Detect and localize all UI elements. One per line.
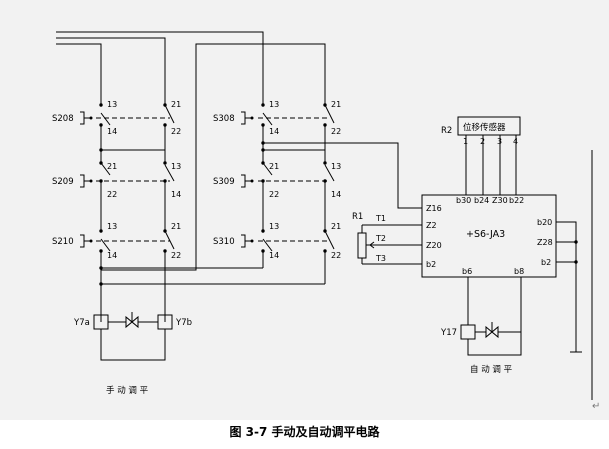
module-pin: b22 — [509, 196, 524, 205]
valve-label-y7b: Y7b — [175, 318, 192, 328]
pot-terminal: T3 — [375, 254, 386, 263]
sensor-ref: R2 — [441, 126, 452, 136]
pot-terminal: T1 — [375, 214, 386, 223]
switch-label-s209: S209 — [52, 177, 74, 187]
terminal-label: 14 — [107, 127, 117, 136]
figure-caption: 图 3-7 手动及自动调平电路 — [229, 425, 380, 439]
sensor-title: 位移传感器 — [463, 122, 506, 133]
potentiometer-r1 — [357, 232, 367, 259]
module-name: +S6-JA3 — [466, 229, 505, 240]
terminal-label: 22 — [331, 251, 341, 260]
module-pin: Z28 — [537, 238, 553, 247]
module-pin: Z30 — [492, 196, 508, 205]
module-pin: b24 — [474, 196, 489, 205]
module-pin: Z16 — [426, 204, 442, 213]
sensor-pin: 2 — [480, 137, 485, 146]
valve-label-y7a: Y7a — [73, 318, 90, 328]
leveling-circuit-diagram: S208 S209 S210 S308 S309 S310 13 14 21 2… — [52, 31, 593, 400]
switch-label-s210: S210 — [52, 237, 74, 247]
control-module-box — [421, 194, 557, 278]
terminal-label: 22 — [269, 190, 279, 199]
terminal-label: 14 — [107, 251, 117, 260]
terminal-label: 13 — [269, 100, 279, 109]
pot-ref: R1 — [352, 212, 363, 222]
terminal-label: 21 — [171, 100, 181, 109]
terminal-label: 14 — [269, 251, 279, 260]
module-pin: b6 — [462, 267, 472, 276]
terminal-label: 13 — [107, 100, 117, 109]
auto-leveling-label: 自 动 调 平 — [470, 364, 513, 375]
valve-coil-y17 — [460, 324, 476, 340]
module-pin: b8 — [514, 267, 524, 276]
terminal-label: 14 — [269, 127, 279, 136]
terminal-label: 13 — [107, 222, 117, 231]
module-pin: b2 — [541, 258, 551, 267]
switch-label-s310: S310 — [213, 237, 235, 247]
terminal-label: 14 — [171, 190, 181, 199]
terminal-label: 21 — [269, 162, 279, 171]
sensor-pin: 1 — [463, 137, 468, 146]
paragraph-mark: ↵ — [592, 401, 601, 412]
terminal-label: 21 — [331, 222, 341, 231]
pot-terminal: T2 — [375, 234, 386, 243]
sensor-pin: 3 — [497, 137, 502, 146]
terminal-label: 21 — [107, 162, 117, 171]
terminal-label: 13 — [331, 162, 341, 171]
module-pin: Z2 — [426, 221, 437, 230]
supply-wire-1 — [56, 31, 264, 99]
terminal-label: 22 — [331, 127, 341, 136]
terminal-label: 14 — [331, 190, 341, 199]
terminal-label: 21 — [331, 100, 341, 109]
manual-leveling-label: 手 动 调 平 — [106, 385, 149, 396]
terminal-label: 22 — [171, 127, 181, 136]
valve-label-y17: Y17 — [440, 328, 457, 338]
terminal-label: 22 — [107, 190, 117, 199]
terminal-label: 13 — [269, 222, 279, 231]
supply-wire-2 — [56, 37, 166, 99]
switch-label-s308: S308 — [213, 114, 235, 124]
module-pin: b2 — [426, 260, 436, 269]
sensor-box — [457, 116, 521, 136]
sensor-pin: 4 — [513, 137, 518, 146]
terminal-label: 21 — [171, 222, 181, 231]
terminal-label: 22 — [171, 251, 181, 260]
module-pin: Z20 — [426, 241, 442, 250]
supply-wire-3 — [56, 43, 102, 99]
module-pin: b20 — [537, 218, 552, 227]
terminal-label: 13 — [171, 162, 181, 171]
switch-label-s208: S208 — [52, 114, 74, 124]
module-pin: b30 — [456, 196, 471, 205]
supply-wire-4 — [195, 43, 326, 200]
switch-label-s309: S309 — [213, 177, 235, 187]
